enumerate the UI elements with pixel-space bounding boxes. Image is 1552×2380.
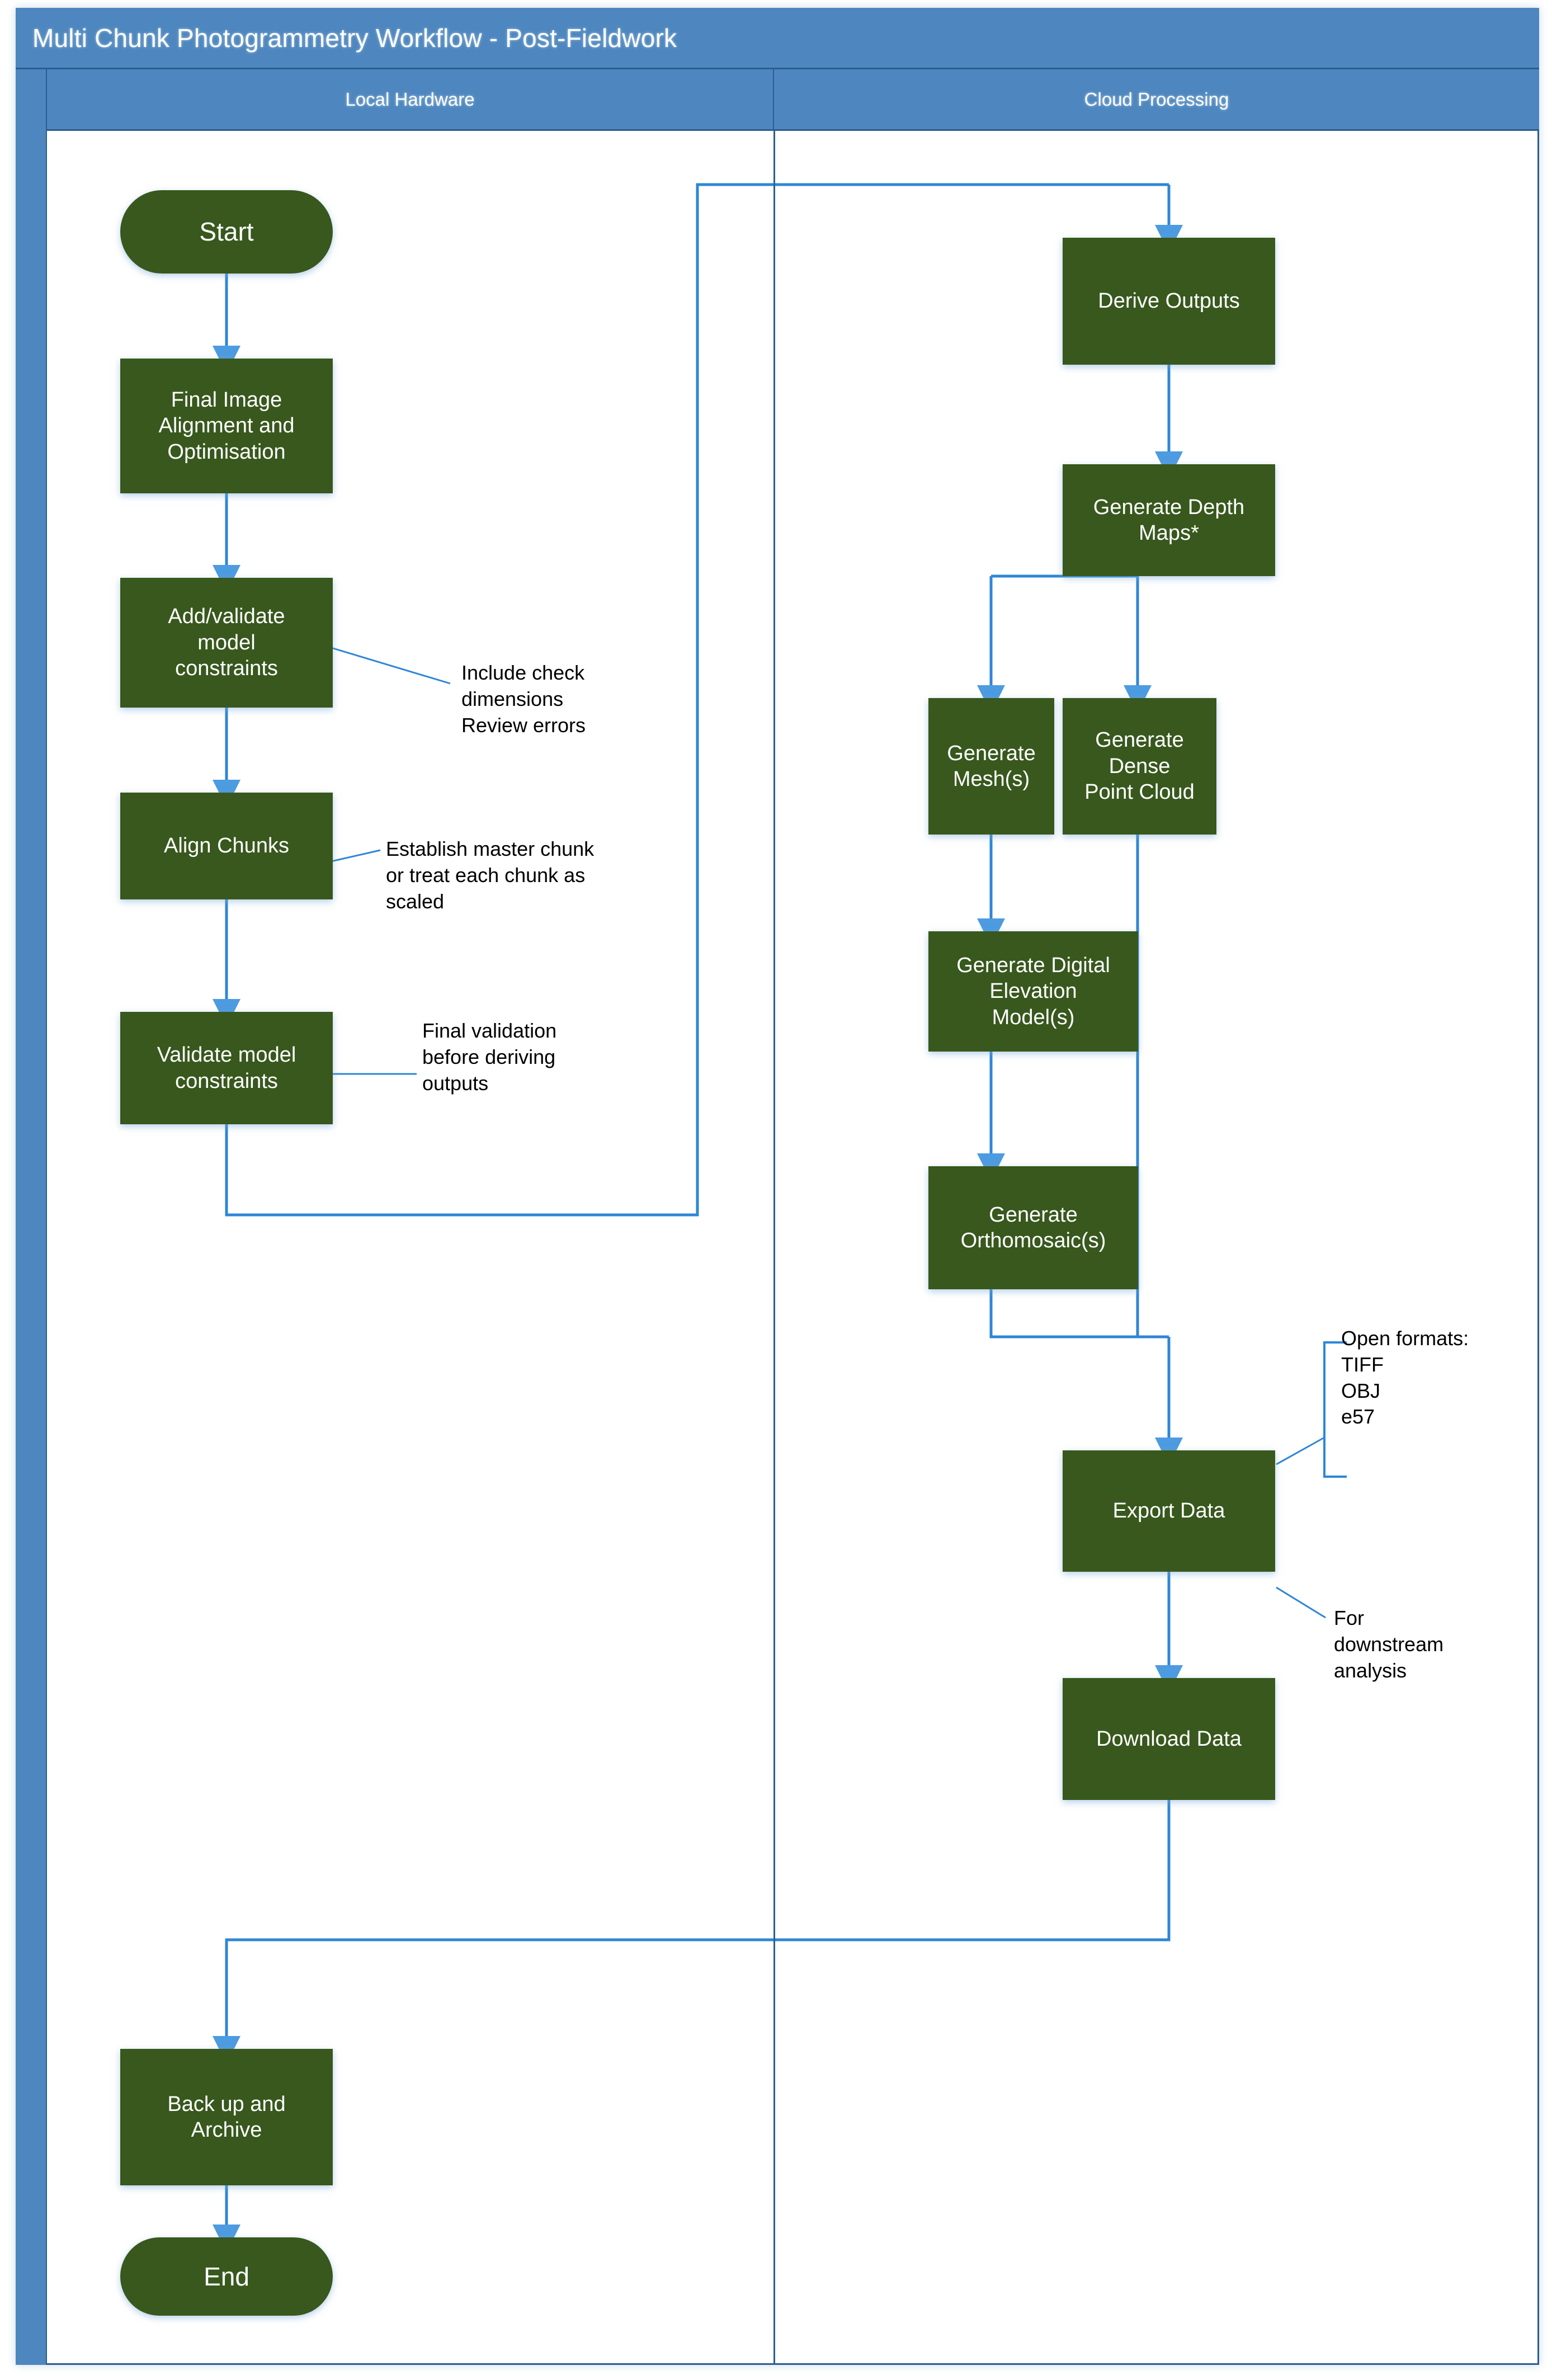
node-generate-orthomosaic[interactable]: Generate Orthomosaic(s) xyxy=(928,1166,1138,1289)
lane-label-cloud-processing: Cloud Processing xyxy=(1084,88,1229,110)
lane-header-local-hardware: Local Hardware xyxy=(47,69,774,131)
node-validate-model-constraints[interactable]: Validate model constraints xyxy=(120,1012,333,1124)
node-end[interactable]: End xyxy=(120,2237,333,2316)
node-align-chunks[interactable]: Align Chunks xyxy=(120,793,333,899)
annotation-include-check-dimensions: Include check dimensions Review errors xyxy=(461,661,586,737)
node-export-data[interactable]: Export Data xyxy=(1063,1450,1275,1572)
lane-label-local-hardware: Local Hardware xyxy=(345,88,475,110)
diagram-title-bar: Multi Chunk Photogrammetry Workflow - Po… xyxy=(16,8,1539,69)
lane-spine xyxy=(16,69,47,2365)
node-generate-depth-maps[interactable]: Generate Depth Maps* xyxy=(1063,464,1275,576)
annotation-final-validation: Final validation before deriving outputs xyxy=(422,1019,557,1095)
annotation-establish-master-chunk: Establish master chunk or treat each chu… xyxy=(386,837,595,913)
annotation-open-formats: Open formats: TIFF OBJ e57 xyxy=(1341,1327,1469,1429)
node-final-image-alignment-and-optimisation[interactable]: Final Image Alignment and Optimisation xyxy=(120,359,333,493)
annotation-for-downstream-analysis: For downstream analysis xyxy=(1334,1606,1444,1682)
lane-header-cloud-processing: Cloud Processing xyxy=(774,69,1539,131)
node-start[interactable]: Start xyxy=(120,190,333,274)
page-title: Multi Chunk Photogrammetry Workflow - Po… xyxy=(32,23,677,53)
node-generate-mesh[interactable]: Generate Mesh(s) xyxy=(928,698,1054,835)
node-back-up-and-archive[interactable]: Back up and Archive xyxy=(120,2049,333,2185)
node-generate-digital-elevation-model[interactable]: Generate Digital Elevation Model(s) xyxy=(928,931,1138,1052)
node-generate-dense-point-cloud[interactable]: Generate Dense Point Cloud xyxy=(1063,698,1216,835)
lane-divider xyxy=(773,131,775,2365)
node-add-validate-model-constraints[interactable]: Add/validate model constraints xyxy=(120,578,333,708)
node-derive-outputs[interactable]: Derive Outputs xyxy=(1063,238,1275,365)
node-download-data[interactable]: Download Data xyxy=(1063,1678,1275,1800)
